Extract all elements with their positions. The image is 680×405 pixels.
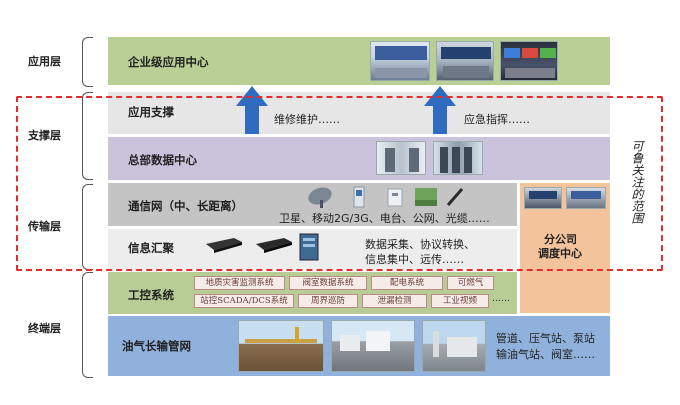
app-support-label: 应用支撑 — [128, 105, 174, 119]
branch-room-photo-1 — [524, 187, 562, 209]
industrial-control-label: 工控系统 — [128, 288, 174, 302]
brace-application — [82, 37, 93, 87]
pipeline-photo-2 — [331, 320, 415, 372]
pipeline-description-line2: 输油气站、阀室…… — [496, 348, 595, 361]
mobile-base-icon — [353, 186, 365, 208]
emergency-command-label: 应急指挥…… — [464, 113, 530, 126]
module-leak-detection: 泄漏检测 — [362, 294, 427, 308]
brace-terminal — [82, 272, 93, 378]
layer-label-application: 应用层 — [28, 55, 61, 68]
server-room-photo-2 — [433, 141, 483, 175]
branch-label-line1: 分公司 — [544, 233, 577, 246]
monitoring-room-photo-1 — [370, 41, 430, 81]
pipeline-description-line1: 管道、压气站、泵站 — [496, 332, 595, 345]
radio-station-icon — [387, 188, 403, 207]
layer-label-terminal: 终端层 — [28, 322, 61, 335]
control-more: …… — [492, 294, 510, 304]
info-description-line2: 信息集中、远传…… — [365, 253, 464, 266]
info-aggregation-label: 信息汇聚 — [128, 241, 174, 255]
rtu-device-icon — [299, 233, 319, 261]
public-network-icon — [415, 188, 437, 206]
module-combustible-gas: 可燃气 — [447, 276, 494, 290]
support-band — [108, 92, 610, 134]
branch-room-photo-2 — [566, 187, 606, 209]
comm-description: 卫星、移动2G/3G、电台、公网、光缆…… — [279, 212, 490, 225]
info-description-line1: 数据采集、协议转换、 — [365, 238, 475, 251]
up-arrow-left-icon — [236, 86, 268, 134]
fiber-cable-icon — [446, 188, 464, 206]
layer-label-support: 支撑层 — [28, 129, 61, 142]
branch-label-line2: 调度中心 — [538, 247, 582, 260]
protocol-converter-icon — [256, 238, 292, 253]
brace-support — [82, 92, 93, 180]
hq-data-center-band — [108, 137, 610, 180]
maintenance-label: 维修维护…… — [274, 113, 340, 126]
module-power-distribution: 配电系统 — [371, 276, 443, 290]
scope-side-note: 可鲁关注的范围 — [630, 140, 644, 224]
scope-dashed-border — [16, 96, 663, 271]
module-industrial-video: 工业视频 — [431, 294, 489, 308]
module-perimeter: 周界巡防 — [298, 294, 358, 308]
comm-network-label: 通信网（中、长距离） — [128, 199, 243, 213]
module-geohazard: 地质灾害监测系统 — [194, 276, 285, 290]
enterprise-center-label: 企业级应用中心 — [128, 55, 209, 69]
pipeline-photo-3 — [422, 320, 486, 372]
monitoring-room-photo-3 — [500, 41, 558, 81]
layer-label-transport: 传输层 — [28, 220, 61, 233]
pipeline-photo-1 — [238, 320, 324, 372]
module-valve-data: 阀室数据系统 — [289, 276, 367, 290]
pipeline-label: 油气长输管网 — [122, 339, 191, 353]
module-station-scada: 站控SCADA/DCS系统 — [194, 294, 294, 308]
hq-data-center-label: 总部数据中心 — [128, 153, 197, 167]
satellite-dish-icon — [308, 187, 332, 208]
data-gateway-icon — [206, 238, 242, 253]
up-arrow-right-icon — [424, 86, 456, 134]
monitoring-room-photo-2 — [436, 41, 494, 81]
server-room-photo-1 — [376, 141, 426, 175]
